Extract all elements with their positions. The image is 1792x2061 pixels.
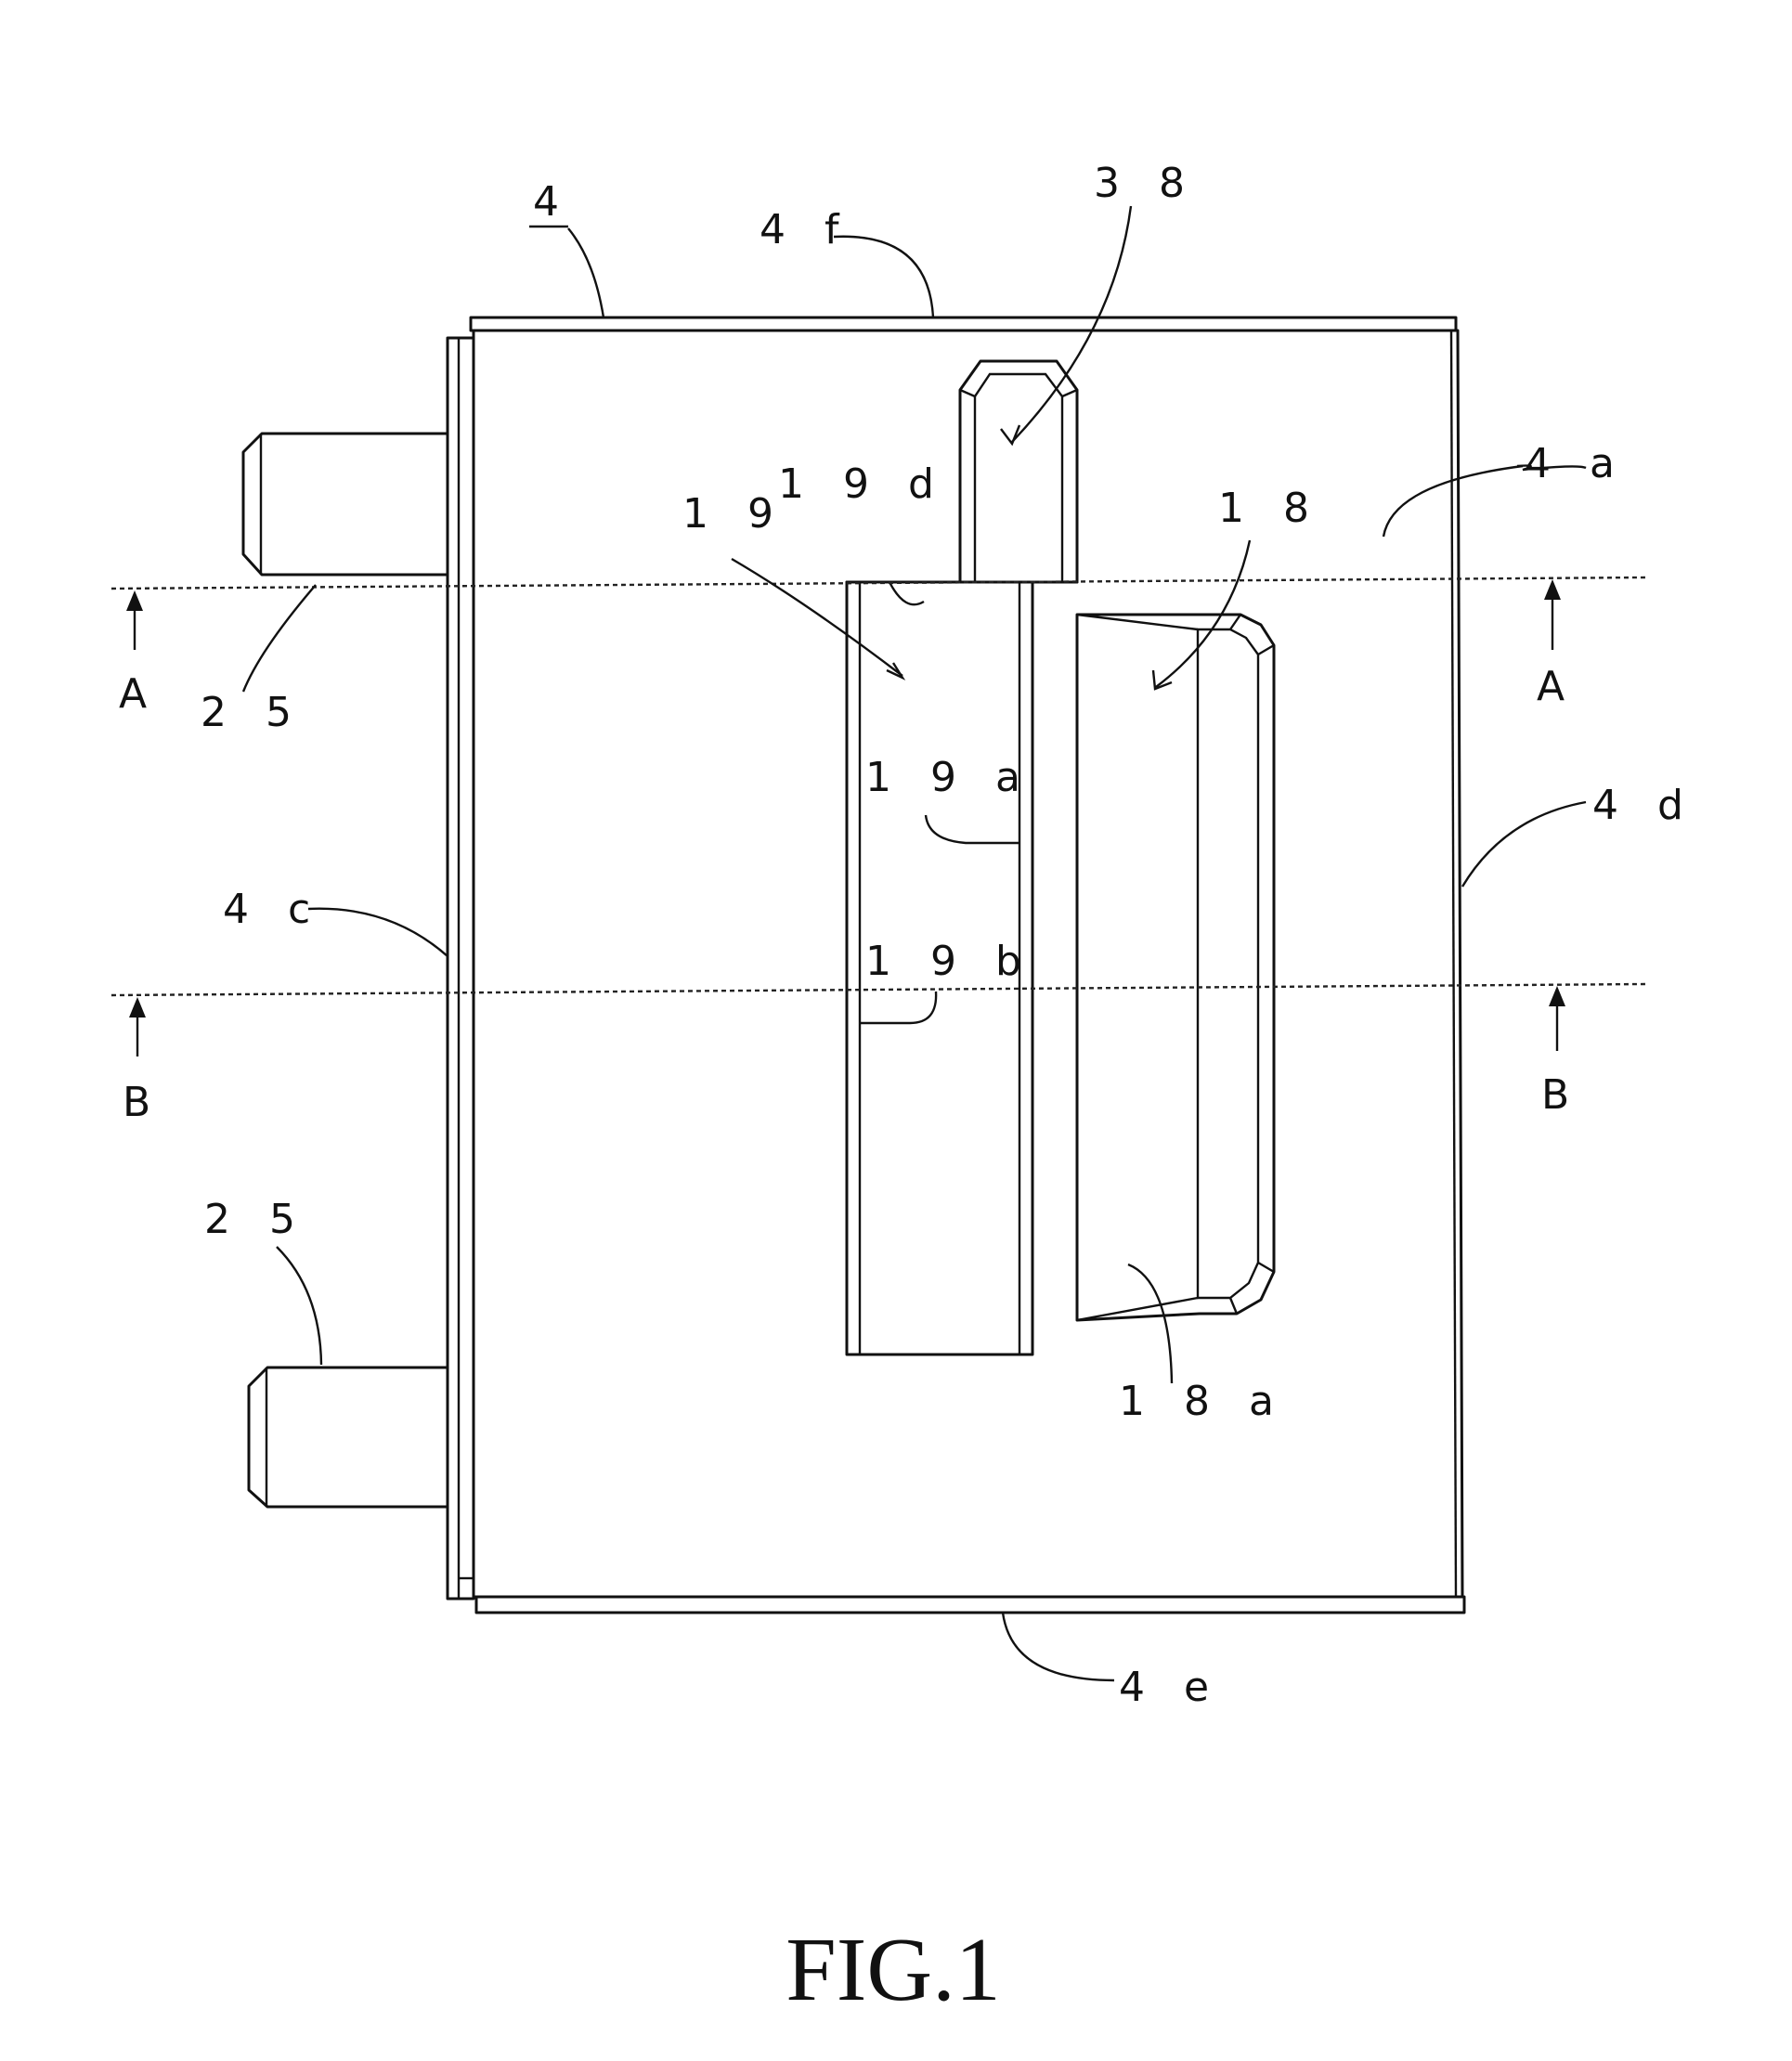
label-25-bottom: 2 5 (204, 1196, 308, 1243)
label-18a: 1 8 a (1119, 1378, 1287, 1425)
label-18: 1 8 (1218, 485, 1322, 532)
label-B-right: B (1541, 1071, 1582, 1119)
right-side-4d (1451, 331, 1456, 1597)
label-19a: 1 9 a (865, 754, 1033, 801)
edge-19d (890, 582, 924, 604)
label-38: 3 8 (1094, 160, 1198, 207)
section-line-B (111, 984, 1645, 1056)
left-flange-4c (448, 338, 474, 1599)
section-line-A (111, 577, 1645, 650)
label-A-left: A (119, 670, 160, 718)
label-B-left: B (123, 1079, 163, 1126)
figure-title: FIG.1 (786, 1920, 1000, 2020)
top-surface-4f (471, 318, 1456, 331)
label-4a: 4 a (1525, 440, 1628, 487)
label-25-top: 2 5 (201, 689, 305, 736)
recess-18 (1077, 615, 1274, 1320)
label-4c: 4 c (223, 886, 323, 933)
pin-25-bottom (249, 1368, 448, 1507)
label-19b: 1 9 b (865, 938, 1034, 985)
label-19: 1 9 (682, 490, 786, 538)
pin-25-top (243, 434, 448, 575)
label-4e: 4 e (1119, 1664, 1222, 1711)
bottom-surface-4e (476, 1597, 1464, 1613)
label-4d: 4 d (1592, 782, 1696, 829)
label-19d: 1 9 d (778, 460, 947, 508)
label-4f: 4 f (760, 206, 851, 253)
slot-38 (960, 361, 1077, 582)
label-A-right: A (1537, 663, 1578, 710)
label-4: 4 (533, 178, 572, 226)
